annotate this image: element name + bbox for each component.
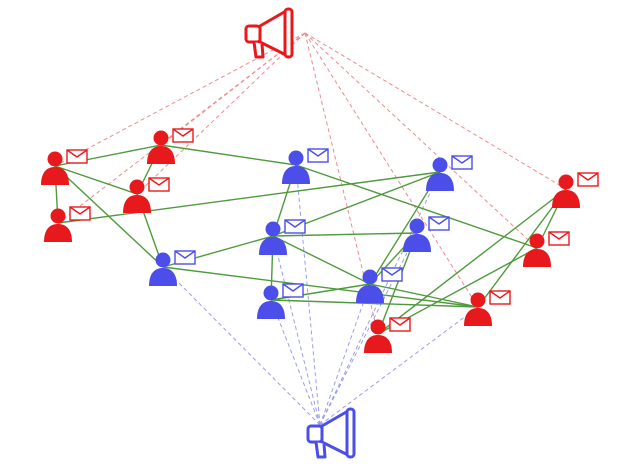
person-icon (44, 208, 72, 242)
broadcast-link (304, 32, 567, 190)
network-edge (369, 283, 479, 308)
person-icon (426, 157, 454, 191)
envelope-icon (69, 206, 91, 221)
network-edge (377, 188, 567, 335)
person-icon (523, 233, 551, 267)
person-node (257, 283, 304, 319)
envelope-icon (307, 148, 329, 163)
envelope-icon (148, 177, 170, 192)
person-icon (552, 174, 580, 208)
person-icon (149, 252, 177, 286)
envelope-icon (389, 317, 411, 332)
network-edge (477, 188, 567, 308)
megaphone-icon (306, 407, 356, 459)
network-edge (295, 164, 538, 249)
person-node (552, 172, 599, 208)
broadcast-link (319, 306, 479, 426)
person-icon (147, 130, 175, 164)
person-icon (464, 292, 492, 326)
envelope-icon (548, 231, 570, 246)
network-edge (57, 171, 441, 224)
person-node (259, 219, 306, 255)
person-node (282, 148, 329, 184)
envelope-icon (282, 283, 304, 298)
envelope-icon (428, 216, 450, 231)
broadcast-link (136, 32, 306, 195)
person-icon (364, 319, 392, 353)
person-node (403, 216, 450, 252)
person-node (364, 317, 411, 353)
broadcast-links (54, 32, 567, 426)
envelope-icon (284, 219, 306, 234)
broadcast-link (54, 32, 306, 167)
person-node (523, 231, 570, 267)
envelope-icon (489, 290, 511, 305)
envelope-icon (174, 250, 196, 265)
network-edge (272, 235, 371, 285)
network-nodes (41, 128, 599, 353)
person-icon (259, 221, 287, 255)
person-node (147, 128, 194, 164)
megaphone-icon (244, 7, 294, 59)
envelope-icon (172, 128, 194, 143)
broadcast-link (304, 32, 479, 308)
person-icon (123, 179, 151, 213)
broadcast-link (162, 266, 321, 426)
envelope-icon (381, 267, 403, 282)
person-node (356, 267, 403, 303)
broadcast-link (319, 232, 418, 426)
network-edge (272, 232, 418, 237)
broadcasters (244, 7, 356, 459)
broadcast-link (295, 164, 321, 426)
broadcast-link (270, 299, 321, 426)
broadcast-link (304, 32, 379, 335)
broadcast-link (57, 32, 306, 224)
person-icon (403, 218, 431, 252)
envelope-icon (66, 149, 88, 164)
person-node (426, 155, 473, 191)
broadcast-link (272, 235, 321, 426)
network-edge (270, 299, 479, 308)
broadcast-link (304, 32, 538, 249)
person-icon (356, 269, 384, 303)
network-edge (54, 165, 138, 195)
person-node (41, 149, 88, 185)
network-edges (54, 144, 567, 335)
envelope-icon (577, 172, 599, 187)
person-node (44, 206, 91, 242)
network-edge (162, 266, 479, 308)
network-edge (160, 144, 297, 166)
envelope-icon (451, 155, 473, 170)
person-node (123, 177, 170, 213)
person-icon (282, 150, 310, 184)
broadcast-link (319, 283, 371, 426)
person-icon (41, 151, 69, 185)
person-node (149, 250, 196, 286)
person-icon (257, 285, 285, 319)
person-node (464, 290, 511, 326)
